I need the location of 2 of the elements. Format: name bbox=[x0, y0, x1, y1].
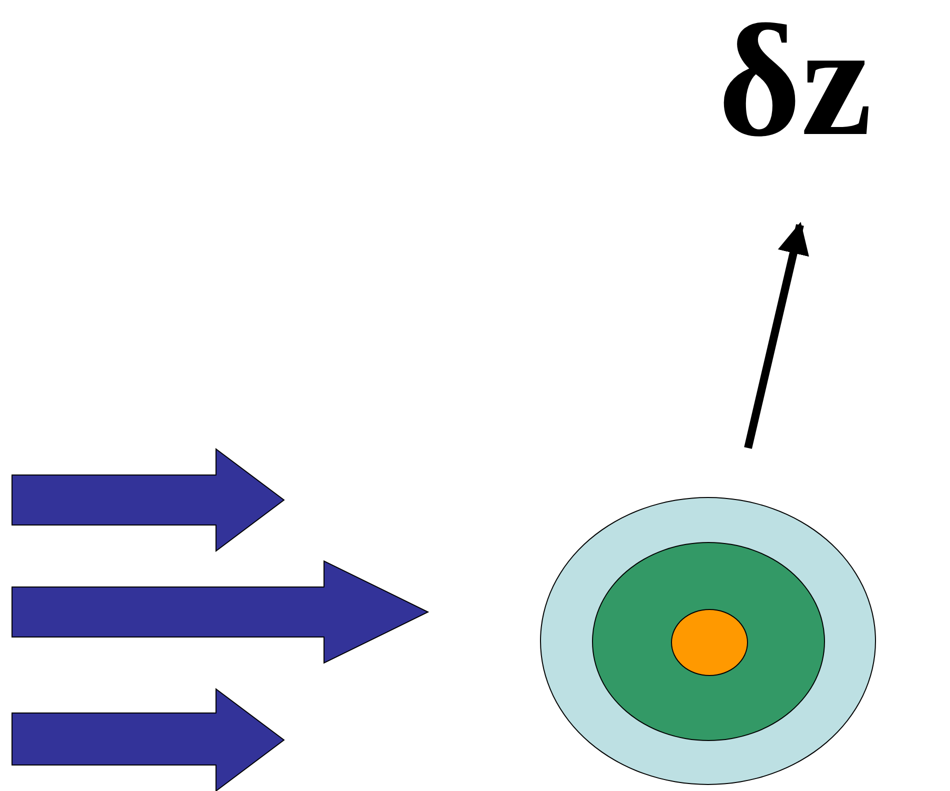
math-label: δz bbox=[718, 0, 950, 225]
arrow bbox=[744, 222, 810, 449]
